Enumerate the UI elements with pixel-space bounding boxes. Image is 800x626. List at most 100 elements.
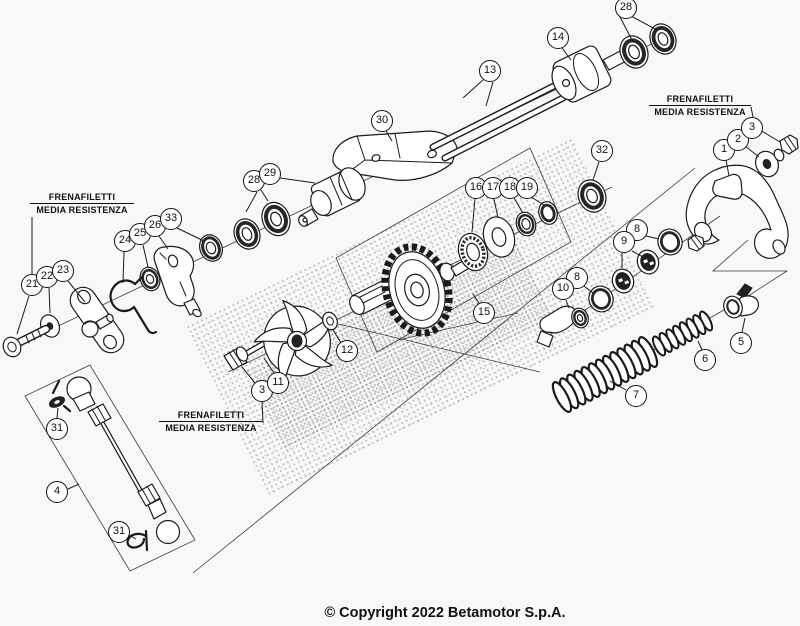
part-25-bushing	[139, 266, 161, 292]
callout-28: 28	[615, 0, 637, 19]
callout-4: 4	[46, 481, 68, 503]
callout-10: 10	[552, 278, 574, 300]
leader-31	[128, 534, 137, 540]
leader-8	[583, 285, 594, 294]
leader-10	[565, 299, 570, 309]
part-15-gear-shaft	[349, 243, 478, 337]
part-9-collars	[611, 249, 660, 294]
leader-19	[530, 196, 545, 206]
part-13-rods	[429, 81, 567, 162]
part-16-roller-ring	[457, 232, 489, 272]
part-26-bracket	[153, 245, 202, 318]
leader-23	[67, 280, 86, 303]
callout-14: 14	[547, 27, 569, 49]
part-17-washer	[482, 216, 516, 258]
leader-9	[631, 250, 644, 258]
leader-7	[609, 380, 627, 391]
callout-12: 12	[336, 340, 358, 362]
callout-19: 19	[516, 177, 538, 199]
label-line2: MEDIA RESISTENZA	[165, 423, 257, 433]
leader-21	[16, 295, 30, 335]
leader-18	[513, 197, 524, 214]
callout-29: 29	[259, 163, 281, 185]
leader-30	[385, 130, 393, 142]
part-29-hub	[298, 167, 366, 227]
label-line1: FRENAFILETTI	[48, 192, 116, 202]
callout-5: 5	[730, 332, 752, 354]
thread-lock-label-left: FRENAFILETTI MEDIA RESISTENZA	[30, 192, 134, 215]
leader-25	[142, 244, 149, 268]
group-outline-panels	[24, 147, 572, 572]
leader-1	[725, 159, 730, 177]
callout-17: 17	[482, 177, 504, 199]
leader-8	[645, 235, 660, 240]
callout-11: 11	[267, 372, 289, 394]
part-10-pawl	[536, 305, 589, 348]
part-28-bearings-top	[619, 23, 677, 69]
part-19-ring	[538, 201, 558, 225]
leader-16	[471, 198, 476, 233]
leader-17	[493, 198, 499, 219]
callout-31: 31	[108, 521, 130, 543]
copyright-text: © Copyright 2022 Betamotor S.p.A.	[324, 605, 566, 621]
part-3-bolt-lever	[773, 134, 799, 162]
label-connector	[750, 106, 754, 118]
leader-15	[472, 293, 480, 304]
part-21-bolt	[2, 324, 51, 358]
leader-12	[332, 329, 342, 344]
label-line2: MEDIA RESISTENZA	[654, 107, 746, 117]
part-8-rings	[588, 228, 683, 313]
part-31-clips	[49, 379, 149, 552]
part-3-bolt-pump	[223, 341, 266, 371]
part-23-link-plate	[69, 286, 125, 354]
callout-30: 30	[371, 110, 393, 132]
label-line2: MEDIA RESISTENZA	[36, 205, 128, 215]
leader-22	[48, 287, 51, 314]
leader-13	[462, 79, 484, 99]
callout-9: 9	[613, 231, 635, 253]
leader-3	[759, 129, 781, 143]
leader-32	[592, 161, 600, 181]
leader-11	[263, 357, 275, 374]
part-18-collar	[515, 211, 537, 237]
leader-28	[630, 15, 658, 31]
callout-3: 3	[741, 117, 763, 139]
callout-23: 23	[52, 260, 74, 282]
part-33-seal	[199, 234, 223, 262]
leader-5	[741, 317, 746, 333]
label-connector	[261, 401, 264, 424]
part-11-impeller	[253, 300, 333, 383]
callout-13: 13	[479, 60, 501, 82]
leader-28	[245, 191, 258, 213]
part-4-rod	[66, 376, 181, 545]
callout-15: 15	[473, 302, 495, 324]
callout-33: 33	[160, 208, 182, 230]
label-rule	[30, 203, 134, 204]
part-32-bearing	[577, 179, 607, 213]
part-5-retainer	[723, 283, 760, 319]
callout-31: 31	[46, 418, 68, 440]
callout-7: 7	[625, 385, 647, 407]
leader-3	[241, 366, 256, 384]
callout-32: 32	[591, 140, 613, 162]
leader-13	[485, 81, 494, 107]
callout-16: 16	[465, 177, 487, 199]
callout-6: 6	[694, 349, 716, 371]
callout-18: 18	[499, 177, 521, 199]
part-1-kick-lever	[685, 164, 789, 259]
label-line1: FRENAFILETTI	[666, 94, 734, 104]
leader-24	[122, 251, 125, 284]
leader-28	[619, 16, 634, 43]
leader-31	[56, 407, 59, 419]
thread-lock-label-top_right: FRENAFILETTI MEDIA RESISTENZA	[649, 94, 751, 117]
label-rule	[159, 421, 263, 422]
leader-33	[176, 227, 205, 242]
label-rule	[649, 105, 751, 106]
leader-26	[158, 235, 169, 250]
